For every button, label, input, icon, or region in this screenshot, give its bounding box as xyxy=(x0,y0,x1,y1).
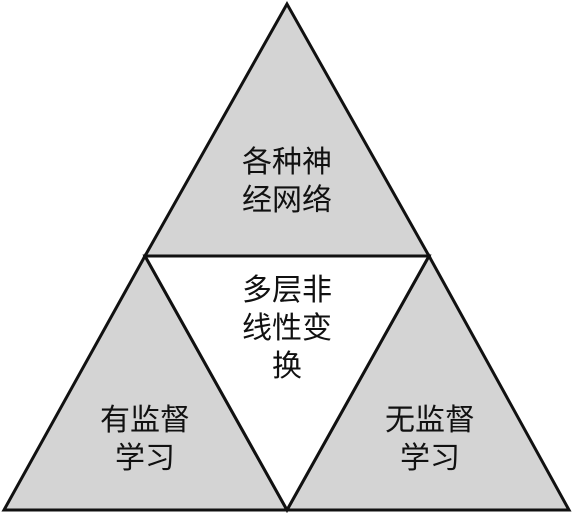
left-triangle-label: 有监督 学习 xyxy=(100,402,190,478)
left-label-line-2: 学习 xyxy=(115,441,175,476)
center-triangle xyxy=(142,254,432,514)
center-label-line-3: 换 xyxy=(272,349,302,384)
center-label-line-2: 线性变 xyxy=(242,311,332,346)
left-label-line-1: 有监督 xyxy=(100,403,190,438)
center-triangle-label: 多层非 线性变 换 xyxy=(242,272,332,386)
top-triangle-label: 各种神 经网络 xyxy=(242,144,332,220)
center-label-line-1: 多层非 xyxy=(242,273,332,308)
right-label-line-1: 无监督 xyxy=(385,403,475,438)
right-label-line-2: 学习 xyxy=(400,441,460,476)
top-label-line-1: 各种神 xyxy=(242,145,332,180)
right-triangle-label: 无监督 学习 xyxy=(385,402,475,478)
top-label-line-2: 经网络 xyxy=(242,183,332,218)
